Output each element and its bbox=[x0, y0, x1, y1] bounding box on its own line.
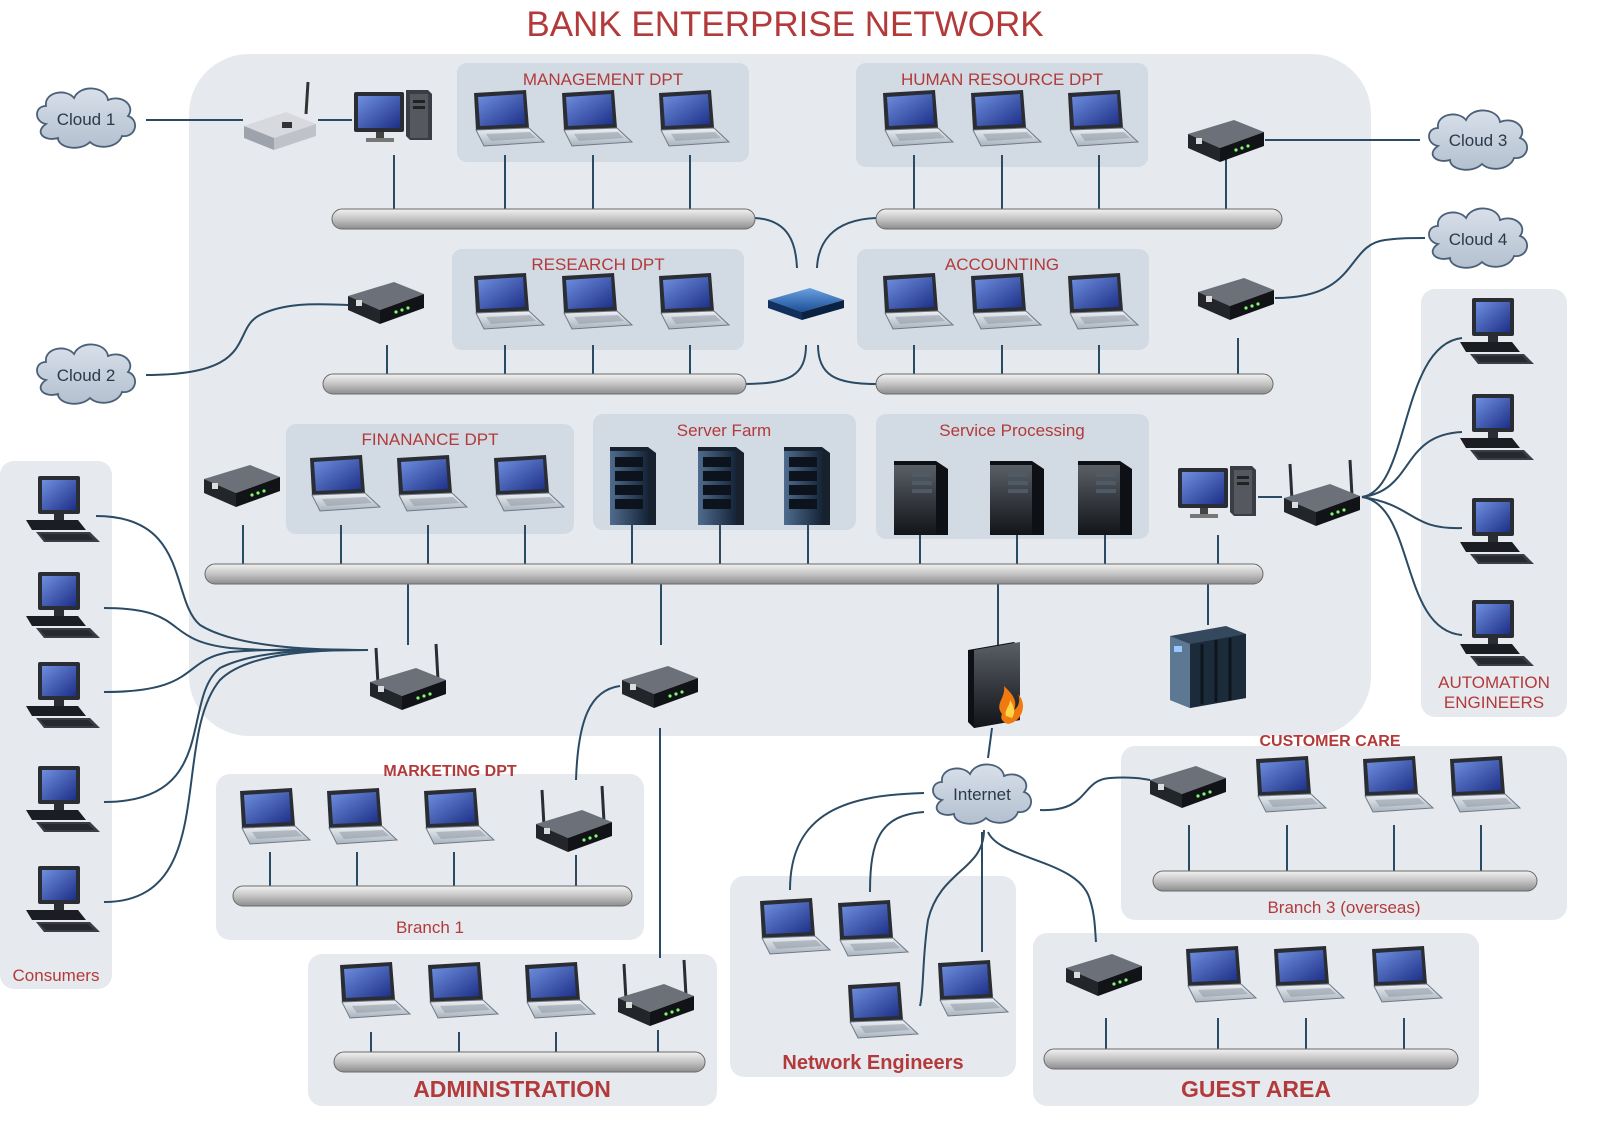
mainframe-icon[interactable] bbox=[1168, 624, 1248, 710]
automation-label-line2: ENGINEERS bbox=[1444, 693, 1544, 712]
bus-guest-area bbox=[1043, 1048, 1459, 1070]
automation-label-line1: AUTOMATION bbox=[1438, 673, 1550, 692]
cloud2-label: Cloud 2 bbox=[57, 366, 116, 385]
server-tower-icon[interactable] bbox=[1078, 461, 1132, 535]
bus-branch3 bbox=[1152, 870, 1538, 892]
server-rack-icon[interactable] bbox=[610, 447, 656, 525]
server-rack-icon[interactable] bbox=[698, 447, 744, 525]
bus-branch1 bbox=[232, 885, 633, 907]
administration-label: ADMINISTRATION bbox=[413, 1076, 611, 1102]
bus-human-resource bbox=[875, 208, 1283, 230]
bus-accounting bbox=[875, 373, 1274, 395]
connection-lines bbox=[95, 119, 1482, 1058]
server-rack-icon[interactable] bbox=[784, 447, 830, 525]
server-farm-label: Server Farm bbox=[677, 421, 771, 440]
cloud1-label: Cloud 1 bbox=[57, 110, 116, 129]
cloud4-label: Cloud 4 bbox=[1449, 230, 1508, 249]
finance-label: FINANANCE DPT bbox=[362, 430, 499, 449]
research-label: RESEARCH DPT bbox=[531, 255, 664, 274]
service-processing-label: Service Processing bbox=[939, 421, 1085, 440]
cloud3-label: Cloud 3 bbox=[1449, 131, 1508, 150]
consumers-label: Consumers bbox=[13, 966, 100, 985]
marketing-label: MARKETING DPT bbox=[383, 763, 517, 780]
bus-management bbox=[331, 208, 756, 230]
bus-administration bbox=[333, 1051, 706, 1073]
bus-research bbox=[322, 373, 747, 395]
branch1-label: Branch 1 bbox=[396, 918, 464, 937]
bus-main bbox=[204, 563, 1264, 585]
human-resource-label: HUMAN RESOURCE DPT bbox=[901, 70, 1103, 89]
diagram-title: BANK ENTERPRISE NETWORK bbox=[526, 5, 1043, 44]
management-label: MANAGEMENT DPT bbox=[523, 70, 683, 89]
modem-icon[interactable] bbox=[244, 81, 316, 150]
guest-area-label: GUEST AREA bbox=[1181, 1076, 1331, 1102]
customer-care-label: CUSTOMER CARE bbox=[1259, 733, 1400, 750]
server-tower-icon[interactable] bbox=[894, 461, 948, 535]
branch3-label: Branch 3 (overseas) bbox=[1267, 898, 1420, 917]
bus-lines bbox=[204, 208, 1538, 1073]
firewall-icon[interactable] bbox=[968, 642, 1023, 728]
accounting-label: ACCOUNTING bbox=[945, 255, 1059, 274]
network-engineers-label: Network Engineers bbox=[782, 1052, 963, 1074]
internet-label: Internet bbox=[953, 785, 1011, 804]
server-tower-icon[interactable] bbox=[990, 461, 1044, 535]
